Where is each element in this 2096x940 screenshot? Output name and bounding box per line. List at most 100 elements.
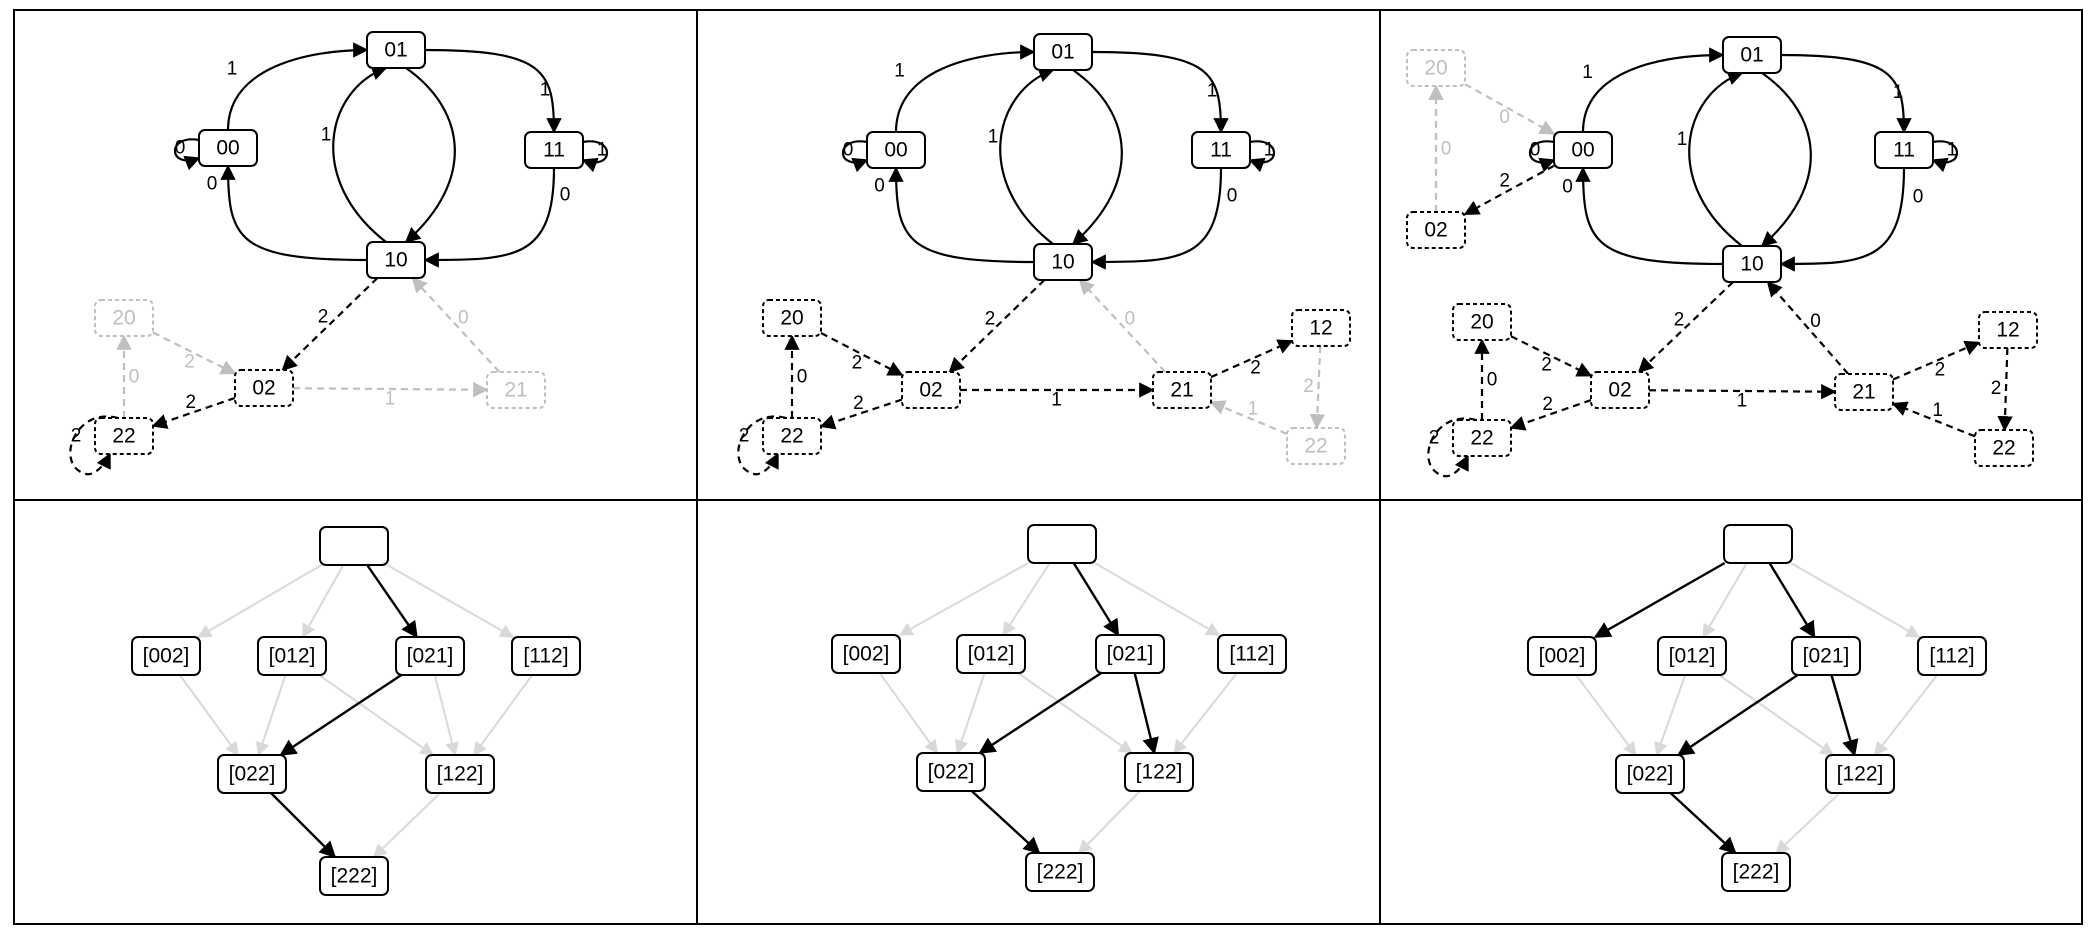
lattice-node [425,754,495,794]
lattice-node [916,752,986,792]
outer-frame [13,9,2083,925]
lattice-edge [1676,674,1799,756]
state-label: 12 [1996,319,2019,342]
transition-label: 2 [1250,358,1261,379]
state-node [1722,36,1782,74]
state-node [1291,309,1351,347]
lattice-node [1124,752,1194,792]
lattice-node [956,634,1026,674]
state-node [1452,303,1512,341]
state-node [366,241,426,279]
transition-arrow [1071,69,1123,246]
transition-arrow [1891,401,1976,438]
transition-label: 2 [853,393,864,414]
transition-label: 2 [1429,428,1440,449]
transition-label: 0 [1227,186,1238,207]
lattice-node-label: [122] [1136,761,1183,784]
transition-arrow [894,44,1036,133]
state-node [901,371,961,409]
lattice-node [217,754,287,794]
lattice-edge [1718,674,1835,756]
state-label: 00 [884,139,907,162]
transition-label: 1 [227,59,238,80]
transition-arrow [1309,345,1326,430]
state-label: 22 [1470,427,1493,450]
lattice-edge [898,562,1029,636]
transition-arrow [948,279,1046,374]
transition-arrow [1575,166,1724,266]
transition-arrow [1637,281,1734,374]
state-label: 22 [780,425,803,448]
transition-arrow [332,65,388,243]
transition-label: 0 [843,140,854,161]
transition-arrow [888,166,1035,264]
state-node [762,299,822,337]
transition-label: 0 [175,138,186,159]
state-label: 00 [216,137,239,160]
transition-arrow [1248,140,1275,173]
lattice-node-label: [222] [1037,861,1084,884]
lattice-panel-1: [002][012][021][112][022][122][222] [131,526,581,896]
lattice-edge [1072,562,1120,637]
lattice-node-label: [222] [331,865,378,888]
transition-label: 1 [1677,129,1688,150]
transition-arrow [1760,72,1812,248]
transition-arrow [220,164,368,262]
state-label: 02 [1424,219,1447,242]
transition-label: 1 [321,125,332,146]
transition-arrow [842,140,869,173]
transition-arrow [999,67,1055,245]
state-label: 20 [112,307,135,330]
state-label: 11 [1893,139,1915,162]
lattice-edge [179,674,239,757]
state-label: 10 [384,249,407,272]
transition-label: 0 [797,367,808,388]
state-node [1152,371,1212,409]
transition-arrow [1427,417,1477,478]
transition-label: 0 [1487,370,1498,391]
transition-arrow [1078,278,1167,373]
transition-label: 1 [988,127,999,148]
lattice-node-label: [112] [523,645,568,668]
lattice-edge [1830,674,1859,757]
transition-label: 2 [1499,171,1510,192]
state-label: 20 [1470,311,1493,334]
transition-arrow [1090,167,1223,270]
state-node [1722,245,1782,283]
lattice-node [1791,636,1861,676]
state-node [1191,131,1251,169]
lattice-edge [1768,562,1816,639]
transition-arrow [1766,280,1850,375]
lattice-edge [301,564,345,639]
transition-label: 2 [1935,360,1946,381]
transition-arrow [581,140,608,173]
transition-label: 2 [985,308,996,329]
transition-label: 1 [1737,390,1748,411]
transition-arrow [1581,47,1725,133]
transition-label: 0 [1499,107,1510,128]
state-node [94,299,154,337]
transition-arrow [404,67,456,244]
lattice-node-label: [002] [143,645,190,668]
lattice-node-label: [122] [1837,763,1884,786]
lattice-edge [1575,674,1637,757]
transition-label: 1 [1893,82,1904,103]
transition-arrow [281,277,379,372]
state-label: 01 [384,39,407,62]
lattice-edge [1790,562,1921,638]
lattice-edge [1077,790,1141,854]
lattice-node [831,634,901,674]
state-node [486,371,546,409]
state-node [1033,33,1093,71]
transition-label: 2 [852,352,863,373]
state-node [866,131,926,169]
state-node [1874,131,1934,169]
state-node [762,417,822,455]
transition-arrow [226,42,369,131]
state-label: 20 [780,307,803,330]
transition-arrow [1463,164,1555,216]
lattice-edge [473,674,533,757]
